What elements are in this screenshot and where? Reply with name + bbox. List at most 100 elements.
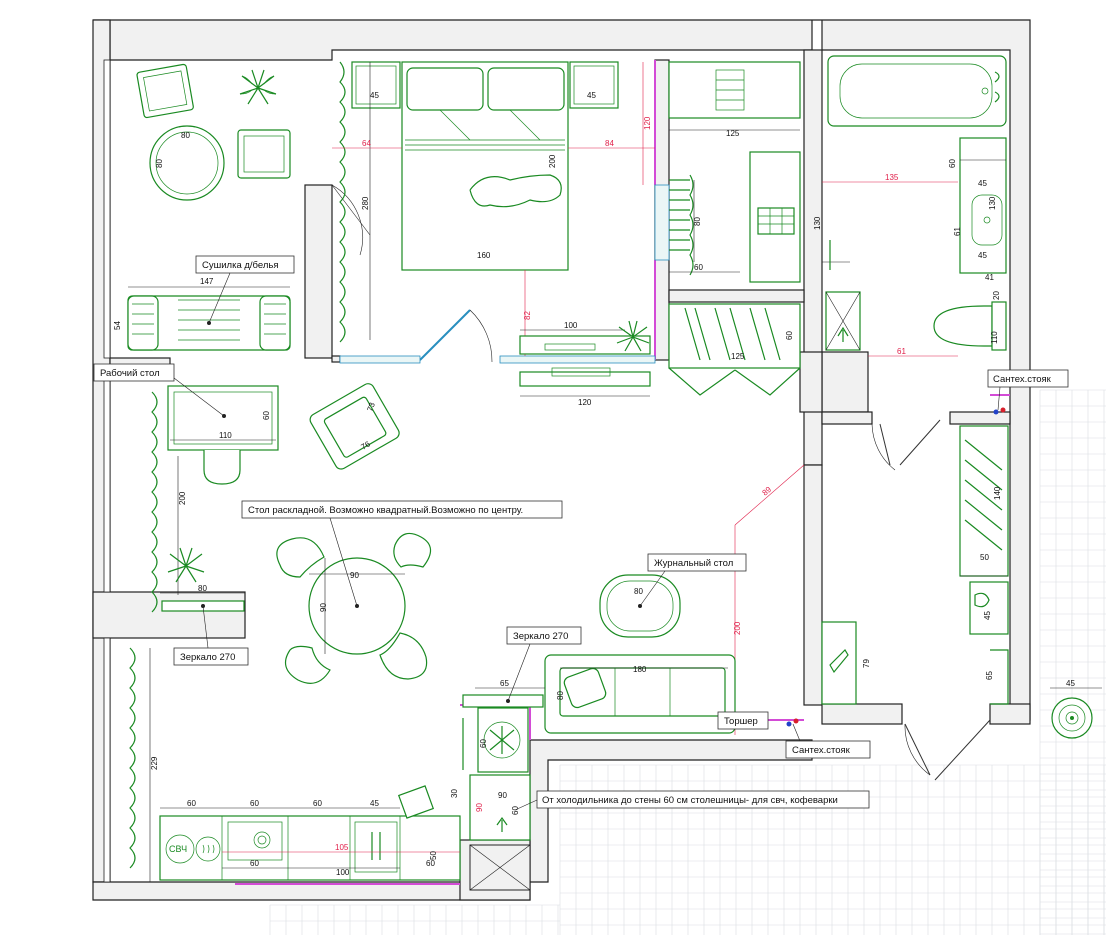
dim-45-bath-b: 45 (978, 251, 987, 260)
external-target-symbol: 45 (1050, 679, 1102, 739)
svg-text:Сантех.стояк: Сантех.стояк (792, 745, 851, 756)
dim-80-left: 80 (198, 584, 207, 593)
dim-61-h: 61 (897, 347, 906, 356)
dim-84: 84 (605, 139, 614, 148)
svg-text:Журнальный стол: Журнальный стол (654, 558, 733, 569)
label-mirror-center: Зеркало 270 (506, 626, 582, 702)
dim-130-bath: 130 (988, 196, 997, 210)
dim-80-table-v: 80 (155, 159, 164, 168)
dim-147: 147 (200, 277, 214, 286)
dim-60-b: 60 (250, 799, 259, 808)
label-fridge-note: От холодильника до стены 60 см столешниц… (514, 790, 870, 811)
svg-text:СВЧ: СВЧ (169, 844, 187, 854)
dim-200-mid: 200 (733, 621, 742, 635)
oven-icon (227, 821, 283, 861)
dim-125-wardrobe: 125 (731, 352, 745, 361)
dim-90-k: 90 (498, 791, 507, 800)
svg-text:Зеркало 270: Зеркало 270 (180, 652, 235, 663)
plant-icon (239, 69, 277, 105)
dim-90-red: 90 (475, 803, 484, 812)
svg-text:Торшер: Торшер (724, 716, 758, 727)
label-riser-kitchen: Сантех.стояк (785, 723, 871, 759)
dim-60-e: 60 (426, 859, 435, 868)
dim-73: 73 (365, 401, 377, 413)
label-coffee-table: Журнальный стол (639, 553, 747, 607)
dim-61-bath: 61 (953, 227, 962, 236)
dim-180: 180 (633, 665, 647, 674)
dim-60-a: 60 (187, 799, 196, 808)
armchair-balcony (136, 63, 194, 119)
dim-105: 105 (335, 843, 349, 852)
kitchen: 60 90 90 60 30 60 60 60 45 СВЧ (159, 707, 531, 891)
living-room-furniture: 110 60 73 76 200 80 229 (129, 383, 805, 882)
dim-65: 65 (500, 679, 509, 688)
dim-50-hall: 50 (980, 553, 989, 562)
dim-100: 100 (336, 868, 350, 877)
dim-64: 64 (362, 139, 371, 148)
double-bed (401, 61, 569, 271)
dim-60-k: 60 (511, 806, 520, 815)
dim-60-closet: 60 (694, 263, 703, 272)
svg-text:Рабочий стол: Рабочий стол (100, 368, 160, 379)
dim-125-top: 125 (726, 129, 740, 138)
label-mirror-left: Зеркало 270 (173, 605, 249, 666)
dim-30: 30 (450, 789, 459, 798)
dim-79: 79 (862, 659, 871, 668)
doors (331, 184, 991, 781)
dim-140: 140 (993, 486, 1002, 500)
dining-table (276, 532, 432, 684)
svg-text:Сантех.стояк: Сантех.стояк (993, 374, 1052, 385)
dim-160: 160 (477, 251, 491, 260)
dim-229: 229 (150, 756, 159, 770)
svg-text:Сушилка д/белья: Сушилка д/белья (202, 260, 279, 271)
microwave-icon: СВЧ (165, 834, 195, 864)
dim-120-tv: 120 (578, 398, 592, 407)
dim-45-hall: 45 (983, 611, 992, 620)
dim-45-k: 45 (370, 799, 379, 808)
dim-65-hall: 65 (985, 671, 994, 680)
kettle-icon (195, 836, 221, 862)
balcony-furniture: 80 80 147 54 (113, 63, 291, 351)
armchair-balcony-2 (237, 129, 291, 179)
dim-45-nightstand-right: 45 (587, 91, 596, 100)
dim-200-left: 200 (178, 491, 187, 505)
label-desk: Рабочий стол (93, 363, 225, 417)
dim-60-desk: 60 (262, 411, 271, 420)
dim-45-ext: 45 (1066, 679, 1075, 688)
dim-130-v: 130 (813, 216, 822, 230)
fridge: 60 (477, 707, 529, 773)
toilet (933, 301, 1007, 351)
dim-110-desk: 110 (219, 431, 232, 440)
dim-60-c: 60 (313, 799, 322, 808)
dim-54: 54 (113, 321, 122, 330)
dim-60-wardrobe: 60 (785, 331, 794, 340)
svg-text:Стол раскладной. Возможно квад: Стол раскладной. Возможно квадратный.Воз… (248, 505, 523, 516)
dim-45-nightstand-left: 45 (370, 91, 379, 100)
dim-80-closet: 80 (693, 217, 702, 226)
dim-80-coffee: 80 (634, 587, 643, 596)
plant-icon (167, 547, 205, 583)
label-dryer: Сушилка д/белья (195, 255, 295, 324)
label-floor-lamp: Торшер (717, 711, 769, 730)
bathtub (827, 55, 1007, 127)
plant-icon (616, 320, 650, 352)
bedroom-furniture: 45 45 160 200 280 64 84 120 82 100 (332, 61, 655, 407)
tv-unit-living (519, 367, 651, 397)
dim-45-bath-a: 45 (978, 179, 987, 188)
dim-135: 135 (885, 173, 899, 182)
label-riser-bath: Сантех.стояк (987, 369, 1069, 411)
sofa (544, 654, 736, 734)
armchair-living (309, 383, 400, 470)
dim-60-bath: 60 (948, 159, 957, 168)
tv-unit-bedroom (519, 329, 651, 355)
dishwasher-icon (354, 821, 398, 873)
dim-280: 280 (361, 196, 370, 210)
label-folding-table: Стол раскладной. Возможно квадратный.Воз… (241, 500, 563, 607)
desk (167, 385, 279, 485)
svg-text:От холодильника до стены 60 см: От холодильника до стены 60 см столешниц… (542, 795, 838, 806)
dim-120-vert: 120 (643, 116, 652, 130)
wardrobe-room: 125 80 60 125 60 (668, 61, 801, 396)
dim-90-v: 90 (319, 603, 328, 612)
wardrobe-living (668, 303, 801, 396)
